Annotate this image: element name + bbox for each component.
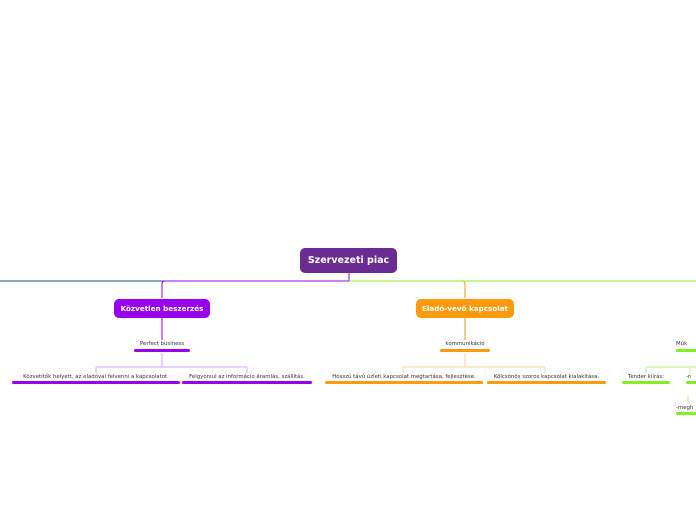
connector-kommunikacio-children [402,353,546,373]
leaf-hosszu-tavu[interactable]: Hosszú távú üzleti kapcsolat megtartása,… [332,374,476,380]
connector-perfect-children [95,353,248,373]
leaf-kozvetitok-helyett-underline [12,381,180,384]
leaf-tender-kiiras[interactable]: Tender kiírás: [627,374,665,380]
leaf-kozvetitok-helyett[interactable]: Közvetítők helyett, az eladóval felvenni… [23,374,169,380]
subtopic-mukodes-underline [676,349,696,352]
branch-kozvetlen-beszerzes[interactable]: Közvetlen beszerzés [114,299,210,318]
leaf-mukodes-n-underline [686,381,696,384]
root-node[interactable]: Szervezeti piac [300,248,397,273]
leaf-tender-kiiras-underline [622,381,670,384]
subtopic-mukodes[interactable]: Műk [676,341,688,347]
leaf-mukodes-megh-underline [676,412,696,415]
leaf-mukodes-n[interactable]: -n [686,374,692,380]
connector-root-kozvetlen [161,273,350,298]
subtopic-kommunikacio[interactable]: kommunikáció [445,341,485,347]
leaf-kolcsonos-underline [487,381,606,384]
subtopic-perfect-business[interactable]: Perfect business [139,341,185,347]
connector-root-elado-vevo [349,280,466,298]
subtopic-perfect-business-underline [134,349,190,352]
leaf-hosszu-tavu-underline [325,381,483,384]
subtopic-kommunikacio-underline [440,349,490,352]
leaf-mukodes-megh[interactable]: -megh [676,405,694,411]
leaf-kolcsonos[interactable]: Kölcsönös szoros kapcsolat kialakítása. [493,374,600,380]
leaf-felgyorsul-underline [182,381,312,384]
branch-elado-vevo-kapcsolat[interactable]: Eladó-vevő kapcsolat [416,299,514,318]
connector-root-navy-branch [0,273,350,282]
leaf-felgyorsul[interactable]: Felgyorsul az információ áramlás, szállí… [189,374,305,380]
connector-mukodes-children [645,366,696,402]
